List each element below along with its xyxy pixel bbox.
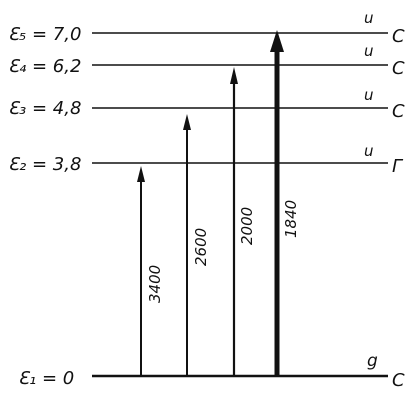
level-symmetry-e2: u (364, 142, 374, 160)
level-label-e2: Ɛ₂ = 3,8 (8, 154, 81, 175)
level-symmetry-e4: u (364, 42, 374, 60)
transition-arrow-3400 (137, 166, 145, 376)
level-term-e1: C (392, 370, 405, 391)
level-symmetry-e1: g (367, 351, 378, 371)
level-symmetry-e3: u (364, 86, 374, 104)
level-term-e2: Г (392, 156, 404, 177)
transition-label-3400: 3400 (146, 265, 164, 303)
level-label-e1: Ɛ₁ = 0 (18, 368, 74, 389)
level-label-e4: Ɛ₄ = 6,2 (8, 56, 81, 77)
level-symmetry-e5: u (364, 9, 374, 27)
level-label-e3: Ɛ₃ = 4,8 (8, 98, 81, 119)
transition-arrow-1840 (270, 30, 284, 376)
transition-label-2000: 2000 (238, 207, 256, 245)
transition-label-2600: 2600 (192, 228, 210, 266)
transition-label-1840: 1840 (282, 200, 300, 238)
level-label-e5: Ɛ₅ = 7,0 (8, 24, 81, 45)
level-term-e3: C (392, 101, 405, 122)
level-term-e5: C (392, 26, 405, 47)
level-term-e4: C (392, 58, 405, 79)
transition-arrow-2600 (183, 114, 191, 376)
transition-arrow-2000 (230, 67, 238, 376)
